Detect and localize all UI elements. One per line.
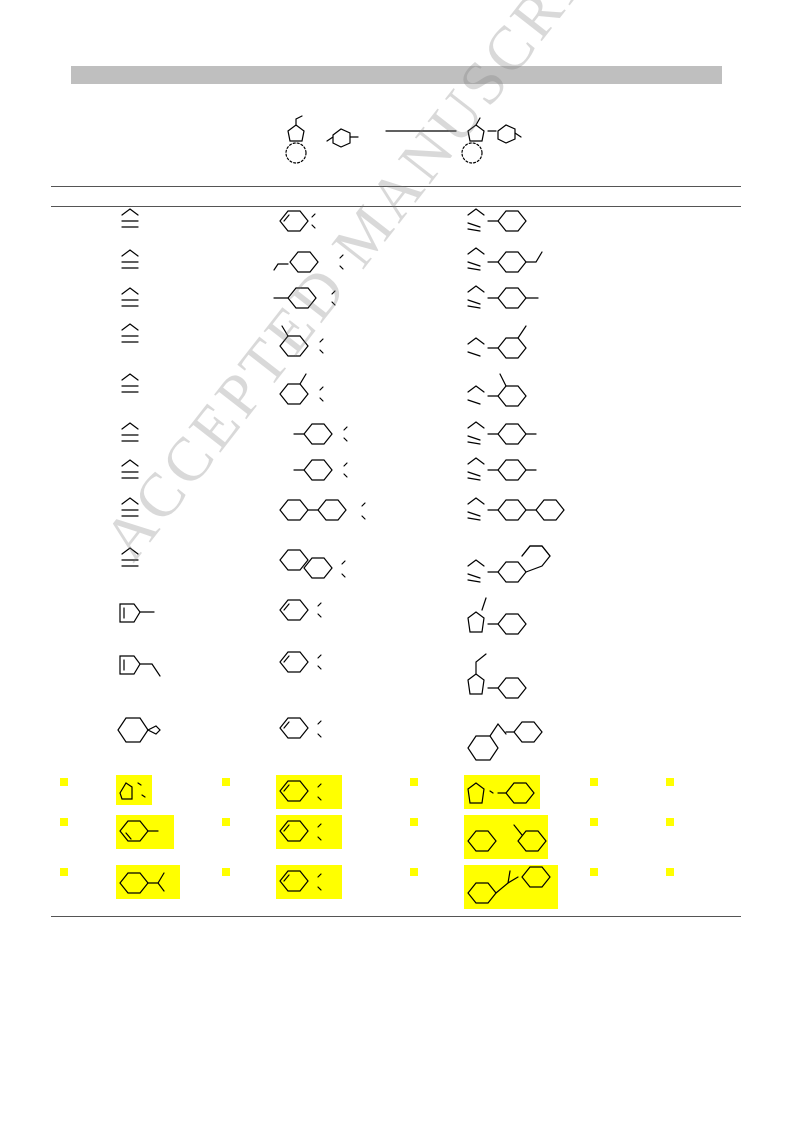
heteroarene-icon bbox=[121, 249, 139, 269]
heteroarene-icon bbox=[121, 459, 139, 479]
aryl-partner-icon bbox=[279, 499, 366, 521]
heteroarene-icon bbox=[121, 373, 139, 393]
aryl-partner-icon bbox=[273, 251, 344, 273]
coupled-product-icon bbox=[467, 721, 543, 761]
heteroarene-icon bbox=[119, 603, 155, 623]
highlight-marker bbox=[60, 818, 68, 826]
highlight-marker bbox=[666, 818, 674, 826]
aryl-partner-icon bbox=[279, 651, 322, 673]
highlight-box bbox=[116, 815, 174, 849]
coupled-product-icon bbox=[467, 545, 551, 583]
highlight-marker bbox=[222, 868, 230, 876]
highlight-marker bbox=[222, 778, 230, 786]
heteroarene-icon bbox=[119, 820, 159, 842]
coupled-product-icon bbox=[467, 421, 537, 445]
heteroarene-icon bbox=[121, 208, 139, 228]
aryl-partner-icon bbox=[279, 820, 322, 842]
highlight-box bbox=[276, 775, 342, 809]
aryl-partner-icon bbox=[279, 599, 322, 621]
heteroarene-icon bbox=[119, 872, 165, 894]
heteroarene-icon bbox=[121, 287, 139, 307]
aryl-partner-icon bbox=[279, 325, 324, 357]
coupled-product-icon bbox=[467, 597, 527, 635]
heteroarene-icon bbox=[121, 547, 139, 567]
table-header-rule bbox=[51, 206, 741, 207]
aryl-partner-icon bbox=[279, 780, 322, 802]
highlight-marker bbox=[666, 868, 674, 876]
heteroarene-icon bbox=[117, 717, 161, 743]
heteroarene-icon bbox=[119, 655, 161, 677]
aryl-partner-icon bbox=[279, 870, 322, 892]
highlight-marker bbox=[666, 778, 674, 786]
highlight-marker bbox=[410, 868, 418, 876]
coupled-product-icon bbox=[467, 325, 527, 359]
reaction-scheme-icon bbox=[285, 115, 522, 164]
coupled-product-icon bbox=[467, 247, 543, 273]
highlight-marker bbox=[60, 868, 68, 876]
aryl-partner-icon bbox=[279, 549, 346, 579]
aryl-partner-icon bbox=[279, 210, 316, 232]
highlight-marker bbox=[410, 818, 418, 826]
table-top-rule bbox=[51, 186, 741, 187]
table-bottom-rule bbox=[51, 916, 741, 917]
coupled-product-icon bbox=[467, 285, 539, 309]
highlight-box bbox=[464, 815, 548, 859]
table-title-bar bbox=[71, 66, 722, 84]
aryl-partner-icon bbox=[279, 717, 322, 739]
coupled-product-icon bbox=[467, 782, 535, 804]
aryl-partner-icon bbox=[293, 423, 348, 445]
aryl-partner-icon bbox=[279, 373, 324, 405]
highlight-box bbox=[276, 815, 342, 849]
coupled-product-icon bbox=[467, 457, 537, 481]
highlight-box bbox=[276, 865, 342, 899]
coupled-product-icon bbox=[467, 373, 527, 407]
highlight-marker bbox=[410, 778, 418, 786]
coupled-product-icon bbox=[467, 824, 547, 852]
aryl-partner-icon bbox=[293, 459, 348, 481]
highlight-marker bbox=[222, 818, 230, 826]
highlight-marker bbox=[590, 778, 598, 786]
heteroarene-icon bbox=[121, 497, 139, 517]
highlight-marker bbox=[590, 868, 598, 876]
coupled-product-icon bbox=[467, 208, 527, 232]
highlight-marker bbox=[590, 818, 598, 826]
coupled-product-icon bbox=[467, 866, 551, 904]
coupled-product-icon bbox=[467, 653, 527, 699]
heteroarene-icon bbox=[121, 422, 139, 442]
heteroarene-icon bbox=[119, 782, 146, 800]
coupled-product-icon bbox=[467, 497, 565, 521]
aryl-partner-icon bbox=[273, 287, 336, 309]
heteroarene-icon bbox=[121, 323, 139, 343]
highlight-marker bbox=[60, 778, 68, 786]
highlight-box bbox=[116, 865, 180, 899]
